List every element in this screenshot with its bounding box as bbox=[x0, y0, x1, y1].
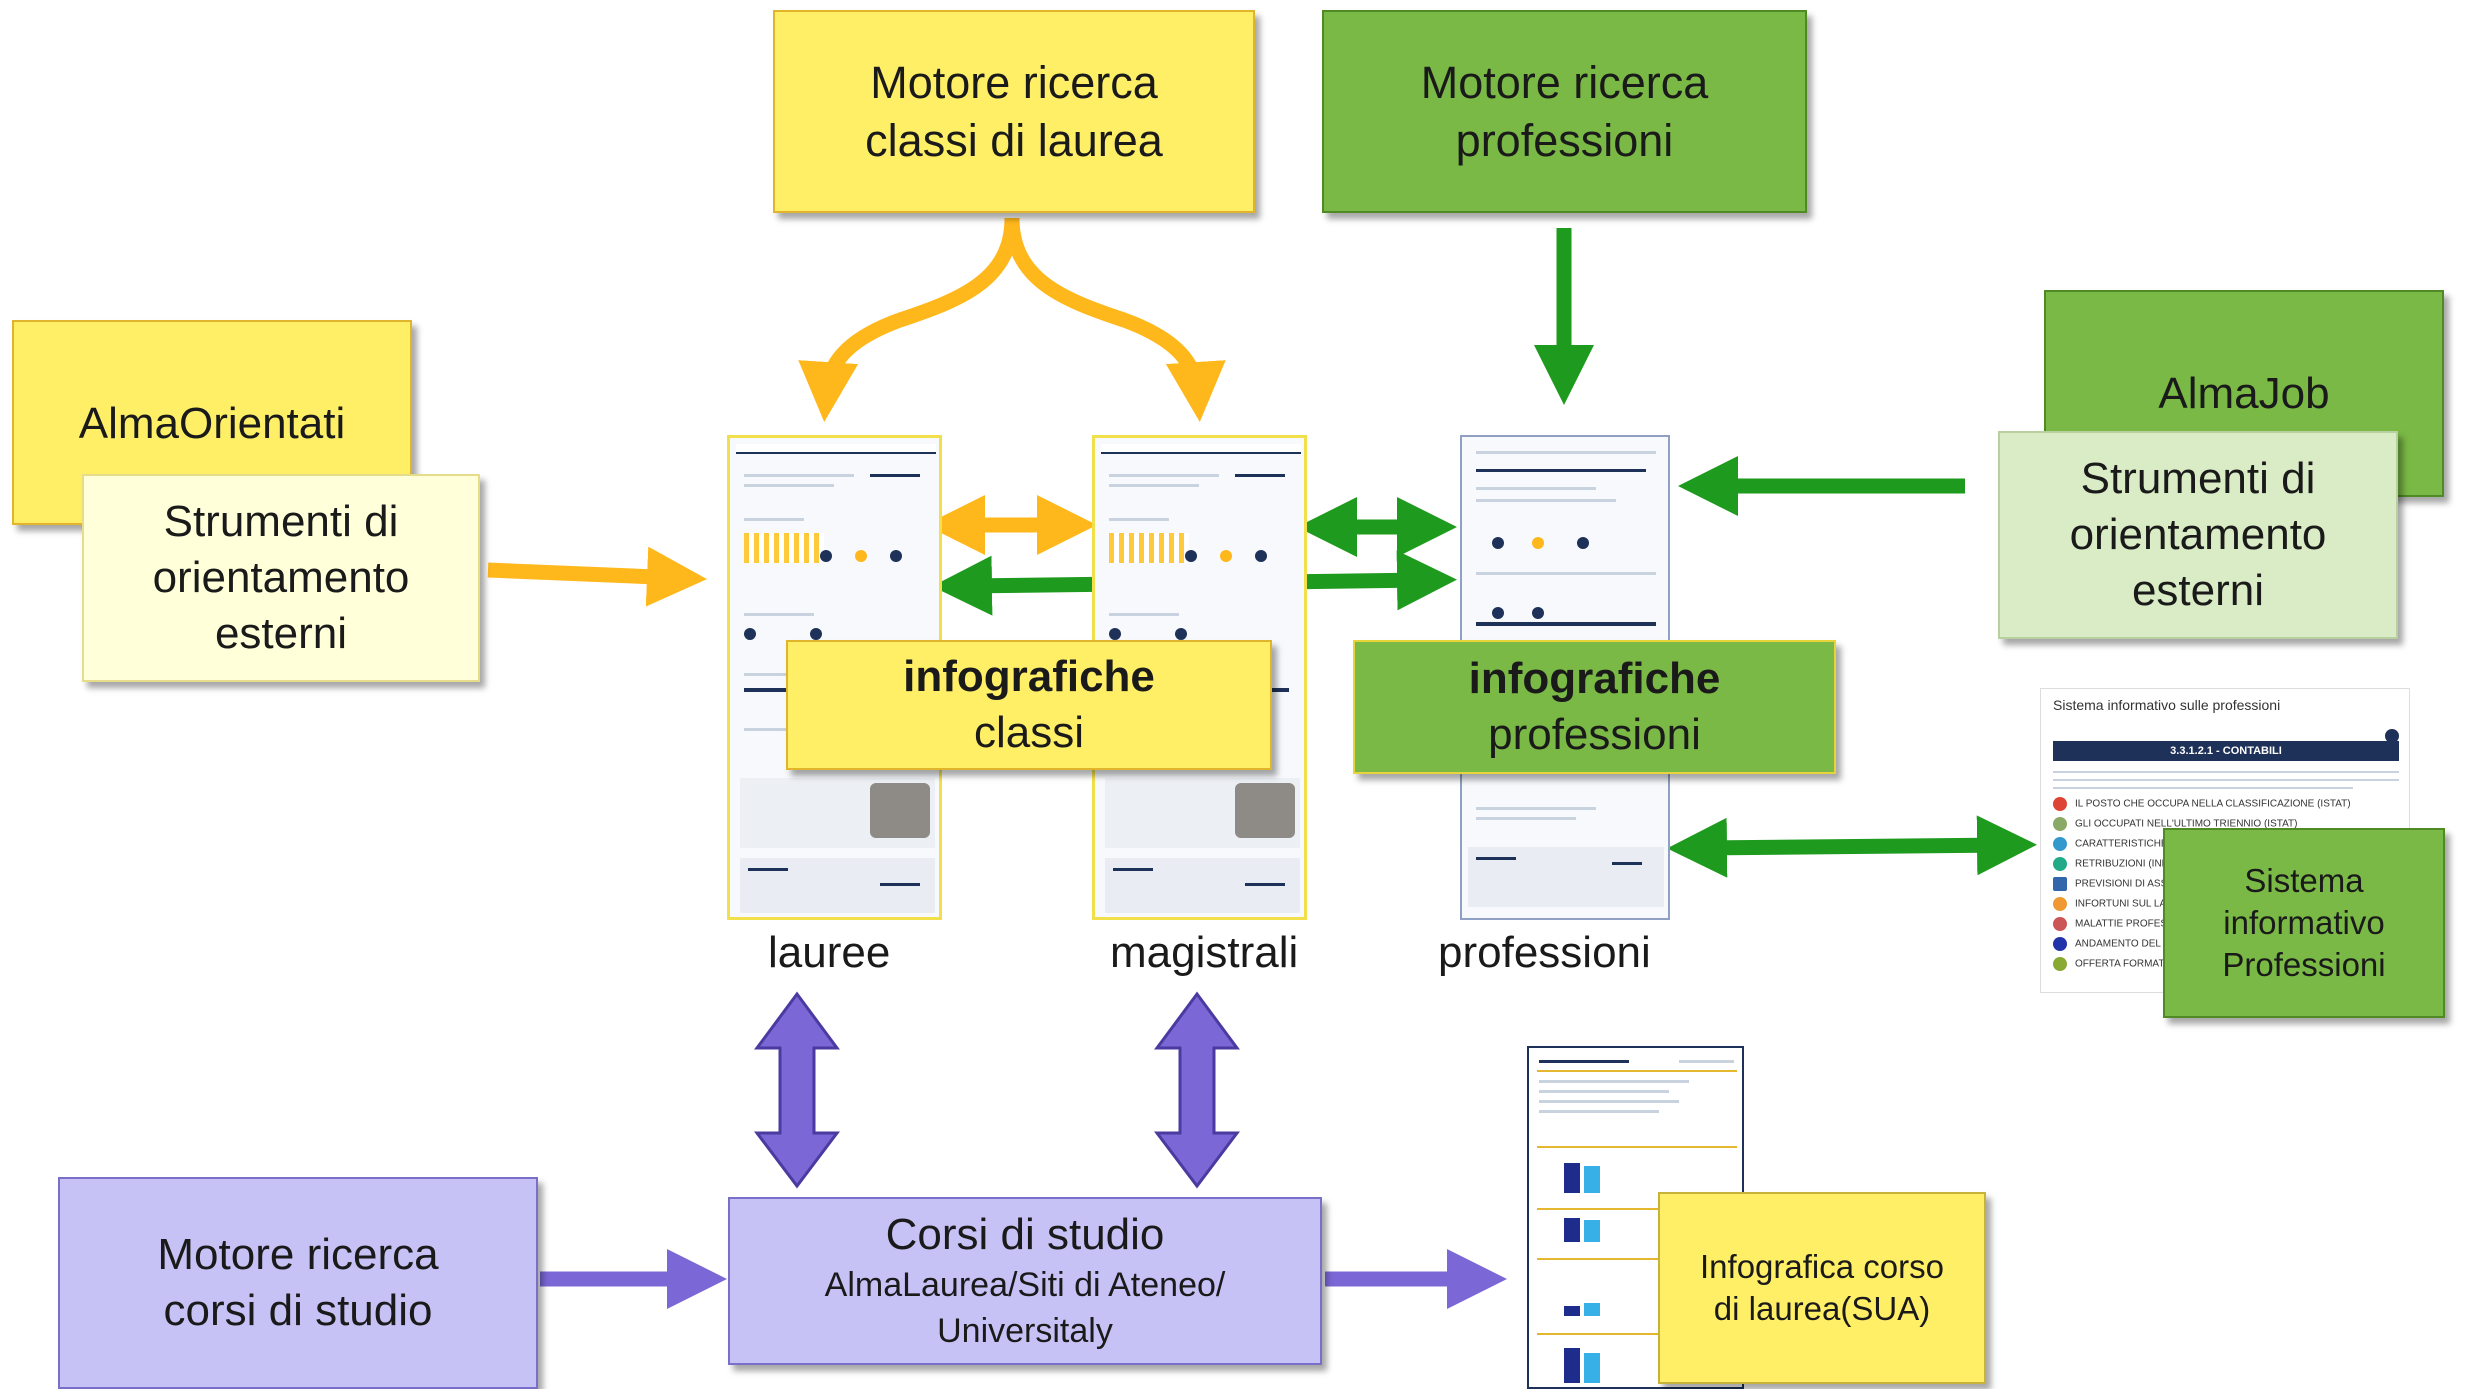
sis-row: MALATTIE PROFESSION bbox=[2053, 917, 2192, 931]
arrow-lauree-courses bbox=[753, 991, 841, 1189]
sis-header-bar: 3.3.1.2.1 - CONTABILI bbox=[2053, 741, 2399, 761]
market-icon bbox=[2053, 937, 2067, 951]
training-icon bbox=[2053, 957, 2067, 971]
arrow-classes-to-magistrali bbox=[1004, 217, 1226, 422]
courses-box: Corsi di studio AlmaLaurea/Siti di Atene… bbox=[728, 1197, 1322, 1365]
label-magistrali: magistrali bbox=[1110, 928, 1299, 977]
employed-icon bbox=[2053, 817, 2067, 831]
sis-row: INFORTUNI SUL LAVOR bbox=[2053, 897, 2187, 911]
sis-title: Sistema informativo sulle professioni bbox=[2053, 697, 2281, 713]
sis-row: PREVISIONI DI ASSUN bbox=[2053, 877, 2182, 891]
label-lauree: lauree bbox=[768, 928, 891, 977]
external-tools-left-box: Strumenti di orientamento esterni bbox=[82, 474, 480, 682]
arrow-professioni-sistema bbox=[1667, 815, 2037, 878]
sis-row: GLI OCCUPATI NELL'ULTIMO TRIENNIO (ISTAT… bbox=[2053, 817, 2298, 831]
sis-row: IL POSTO CHE OCCUPA NELLA CLASSIFICAZION… bbox=[2053, 797, 2351, 811]
external-tools-right-box: Strumenti di orientamento esterni bbox=[1998, 431, 2398, 639]
search-degree-classes-box: Motore ricerca classi di laurea bbox=[773, 10, 1255, 213]
arrow-classes-to-lauree bbox=[798, 217, 1020, 422]
search-courses-box: Motore ricerca corsi di studio bbox=[58, 1177, 538, 1389]
arrow-external-tools-to-lauree bbox=[487, 546, 707, 607]
infographics-classes-box: infografiche classi bbox=[786, 640, 1272, 770]
search-professions-box: Motore ricerca professioni bbox=[1322, 10, 1807, 213]
forecast-icon bbox=[2053, 877, 2067, 891]
sis-row: CARATTERISTICHE DEL bbox=[2053, 837, 2190, 851]
sis-row: ANDAMENTO DEL MER bbox=[2053, 937, 2186, 951]
label-professioni: professioni bbox=[1438, 928, 1651, 977]
infographics-professions-box: infografiche professioni bbox=[1353, 640, 1836, 774]
sis-row: OFFERTA FORMATIVA U bbox=[2053, 957, 2189, 971]
professions-information-system-box: Sistema informativo Professioni bbox=[2163, 828, 2445, 1018]
salary-icon bbox=[2053, 857, 2067, 871]
sis-row: RETRIBUZIONI (INPS) bbox=[2053, 857, 2178, 871]
injury-icon bbox=[2053, 897, 2067, 911]
characteristics-icon bbox=[2053, 837, 2067, 851]
arrow-magistrali-courses bbox=[1153, 991, 1241, 1189]
disease-icon bbox=[2053, 917, 2067, 931]
classification-icon bbox=[2053, 797, 2067, 811]
degree-course-infographic-box: Infografica corso di laurea(SUA) bbox=[1658, 1192, 1986, 1384]
info-icon bbox=[2385, 729, 2399, 743]
